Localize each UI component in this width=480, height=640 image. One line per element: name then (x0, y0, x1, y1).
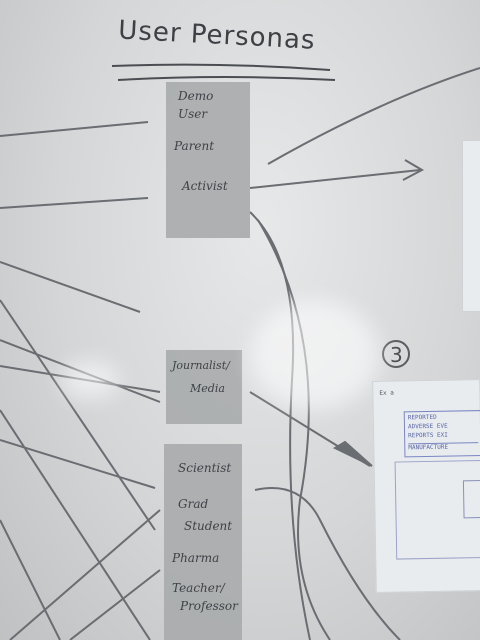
sheet-frame (394, 460, 480, 560)
circled-number: 3 (390, 343, 403, 367)
note-grad-student: Grad Student (178, 497, 233, 533)
sticky-note-top (166, 82, 250, 238)
title-text: User Personas (118, 15, 317, 55)
light-glare-small (60, 360, 120, 400)
sheet-header: Ex a (379, 389, 394, 397)
sticky-note-journalist (166, 350, 242, 424)
note-parent: Parent (174, 139, 215, 153)
sticky-note-scientist (164, 444, 242, 640)
sheet-line-2: ADVERSE EVE (407, 422, 448, 431)
note-pharma: Pharma (172, 551, 220, 565)
sheet-table: REPORTED ADVERSE EVE REPORTS EXI MANUFAC… (403, 410, 480, 458)
note-scientist: Scientist (178, 461, 232, 475)
title-underline-2 (117, 76, 336, 81)
connector-lines (0, 67, 480, 640)
sheet-line-3: REPORTS EXI (408, 431, 448, 440)
circled-number-outline (382, 340, 410, 368)
note-demo-user: Demo User (178, 89, 214, 121)
note-activist: Activist (182, 179, 228, 193)
light-glare (250, 300, 380, 410)
paper-sheet-top (462, 140, 480, 312)
title-underline-1 (111, 63, 331, 71)
paper-sheet: Ex a REPORTED ADVERSE EVE REPORTS EXI MA… (372, 379, 480, 593)
sheet-line-4: MANUFACTURE (408, 442, 479, 452)
note-teacher-professor: Teacher/ Professor (172, 581, 238, 613)
note-journalist-media: Journalist/ Media (172, 359, 230, 395)
sheet-line-1: REPORTED (407, 413, 437, 422)
